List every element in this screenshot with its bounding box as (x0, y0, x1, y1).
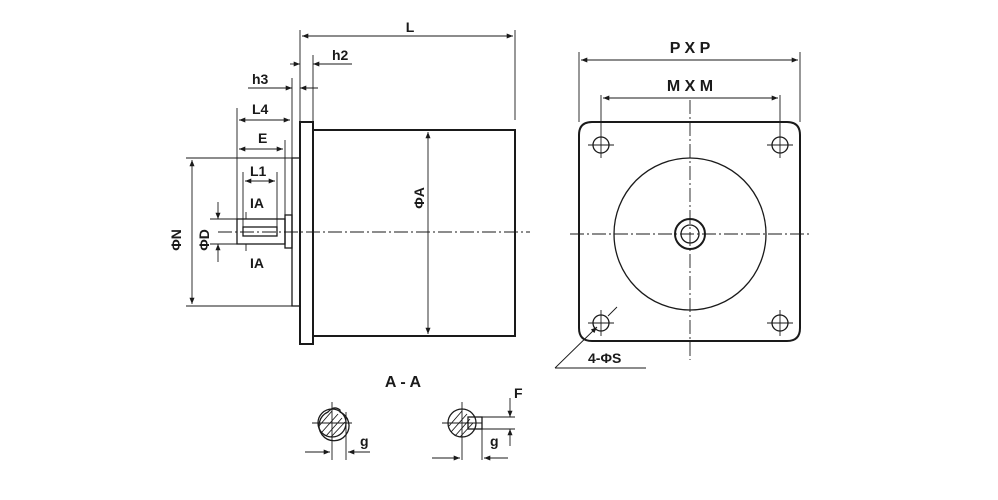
dim-E-label: E (258, 130, 267, 146)
holes-leader-arrow (554, 326, 598, 369)
shaft-key (242, 226, 278, 237)
dim-h3-label: h3 (252, 71, 269, 87)
dim-phiD-label: ΦD (196, 229, 212, 251)
dim-L4-label: L4 (252, 101, 269, 117)
shaft-outline (236, 218, 286, 245)
section-view: A - A g (305, 374, 523, 461)
dim-g-left-label: g (360, 433, 369, 449)
dim-MxM-label: M X M (667, 78, 713, 95)
section-left-hatch-2 (325, 417, 343, 437)
dim-PxP-label: P X P (670, 40, 711, 57)
dim-h2-label: h2 (332, 47, 349, 63)
shaft-boss (284, 214, 293, 249)
section-left: g (305, 402, 370, 460)
section-left-shape (318, 407, 350, 442)
section-right-hatch-3 (448, 410, 463, 427)
flange-outline (299, 121, 314, 345)
dim-phiA-label: ΦA (411, 187, 427, 209)
front-view: P X P M X M 4-ΦS (554, 40, 810, 369)
front-flange-outline (578, 121, 801, 342)
section-title: A - A (385, 374, 422, 391)
dim-F-label: F (514, 385, 523, 401)
dim-g-right-label: g (490, 433, 499, 449)
section-left-hatch-4 (330, 421, 346, 438)
holes-leader-diag (607, 306, 618, 317)
holes-label: 4-ΦS (588, 350, 621, 366)
dim-phiN-label: ΦN (168, 229, 184, 251)
dim-L1-label: L1 (250, 163, 267, 179)
dim-L-label: L (406, 19, 415, 35)
section-right-hatch-2 (454, 418, 471, 437)
motor-body-outline (312, 129, 516, 337)
section-left-hatch-3 (318, 410, 333, 427)
section-right: F g (432, 385, 523, 461)
side-view: L h2 h3 L4 E L1 IA IA ΦA Φ (168, 19, 530, 345)
section-label-bottom: IA (250, 255, 264, 271)
section-label-top: IA (250, 195, 264, 211)
